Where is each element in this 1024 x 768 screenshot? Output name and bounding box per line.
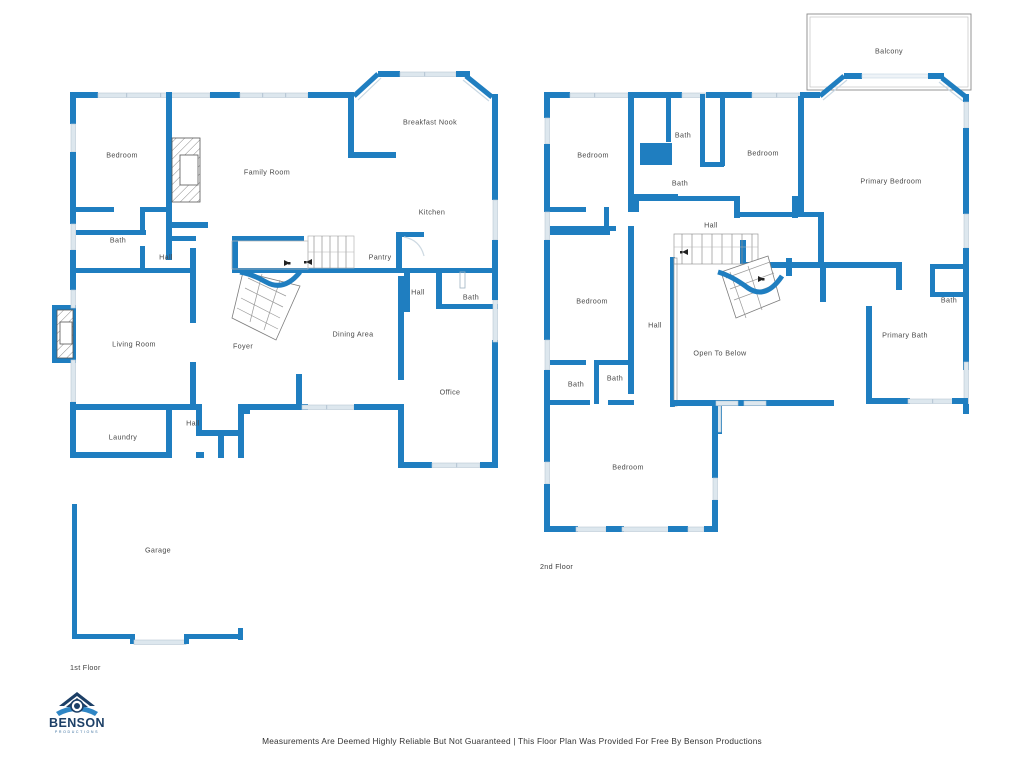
curved-stair-first-floor	[231, 260, 302, 341]
footer-disclaimer: Measurements Are Deemed Highly Reliable …	[262, 736, 762, 746]
floor-caption-first-floor: 1st Floor	[70, 663, 101, 672]
benson-productions-logo: BENSON PRODUCTIONS	[38, 686, 116, 734]
brand-name: BENSON	[49, 716, 105, 730]
stair-run-first-floor	[231, 235, 355, 270]
stair-run-second-floor	[673, 233, 759, 265]
house-camera-icon	[56, 692, 98, 716]
second-floor-walls	[544, 13, 972, 532]
first-floor-walls	[52, 71, 498, 645]
brand-tagline: PRODUCTIONS	[55, 730, 99, 734]
floor-caption-second-floor: 2nd Floor	[540, 562, 574, 571]
open-to-below-outline	[670, 257, 792, 434]
curved-stair-second-floor	[717, 255, 785, 319]
